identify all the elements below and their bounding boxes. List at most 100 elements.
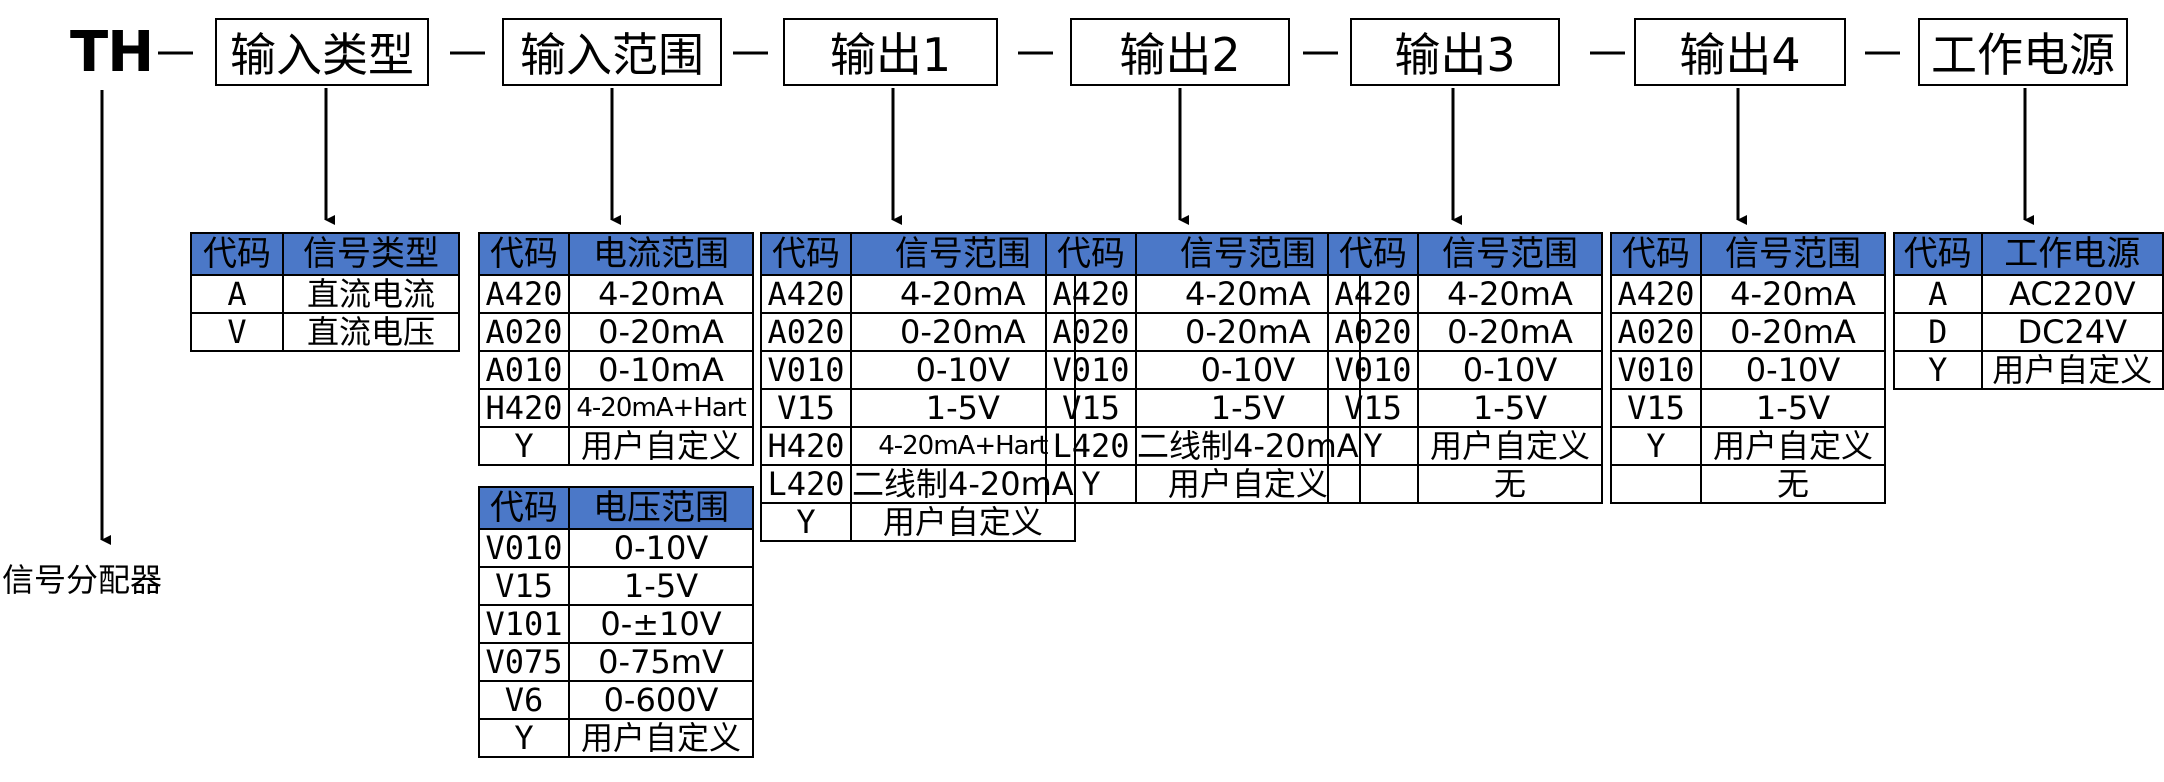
cell-value: 1-5V bbox=[568, 566, 754, 606]
cell-code: A bbox=[190, 274, 284, 314]
table-row: 无 bbox=[1610, 464, 1886, 504]
cell-code: A420 bbox=[1045, 274, 1137, 314]
cell-value: 二线制4-20mA bbox=[1135, 426, 1361, 466]
cell-value: 0-10V bbox=[850, 350, 1076, 390]
box-input-range: 输入范围 bbox=[502, 18, 722, 86]
cell-value: 1-5V bbox=[1417, 388, 1603, 428]
product-name: 信号分配器 bbox=[2, 561, 163, 599]
header-range: 信号范围 bbox=[1135, 232, 1361, 276]
header-code: 代码 bbox=[760, 232, 852, 276]
cell-code: Y bbox=[760, 502, 852, 542]
header-code: 代码 bbox=[1045, 232, 1137, 276]
cell-code: Y bbox=[1610, 426, 1702, 466]
cell-code bbox=[1610, 464, 1702, 504]
cell-code: V010 bbox=[760, 350, 852, 390]
header-range: 电压范围 bbox=[568, 486, 754, 530]
box-power: 工作电源 bbox=[1918, 18, 2128, 86]
cell-value: 0-10V bbox=[1135, 350, 1361, 390]
cell-value: 4-20mA bbox=[850, 274, 1076, 314]
cell-code: A020 bbox=[1610, 312, 1702, 352]
cell-value: 无 bbox=[1417, 464, 1603, 504]
cell-code: Y bbox=[478, 718, 570, 758]
cell-value: 0-600V bbox=[568, 680, 754, 720]
cell-code: A420 bbox=[1327, 274, 1419, 314]
cell-code: A420 bbox=[760, 274, 852, 314]
cell-value: 4-20mA bbox=[568, 274, 754, 314]
box-input-type: 输入类型 bbox=[215, 18, 429, 86]
cell-code: A bbox=[1893, 274, 1983, 314]
cell-value: 4-20mA+Hart bbox=[568, 388, 754, 428]
cell-value: 用户自定义 bbox=[1700, 426, 1886, 466]
cell-code: V15 bbox=[1610, 388, 1702, 428]
cell-code: A020 bbox=[1327, 312, 1419, 352]
cell-value: 用户自定义 bbox=[568, 426, 754, 466]
cell-value: 直流电压 bbox=[282, 312, 460, 352]
header-code: 代码 bbox=[1893, 232, 1983, 276]
cell-value: 1-5V bbox=[850, 388, 1076, 428]
cell-value: 用户自定义 bbox=[850, 502, 1076, 542]
cell-value: 0-20mA bbox=[568, 312, 754, 352]
box-output4: 输出4 bbox=[1634, 18, 1846, 86]
header-code: 代码 bbox=[478, 486, 570, 530]
cell-value: 0-10mA bbox=[568, 350, 754, 390]
cell-code: V010 bbox=[1610, 350, 1702, 390]
cell-code: V010 bbox=[1327, 350, 1419, 390]
cell-value: 用户自定义 bbox=[1135, 464, 1361, 504]
cell-value: 0-20mA bbox=[1700, 312, 1886, 352]
cell-value: 4-20mA bbox=[1417, 274, 1603, 314]
cell-value: 0-10V bbox=[568, 528, 754, 568]
cell-code: V15 bbox=[478, 566, 570, 606]
cell-value: 用户自定义 bbox=[1980, 350, 2164, 390]
header-range: 信号类型 bbox=[282, 232, 460, 276]
header-code: 代码 bbox=[478, 232, 570, 276]
header-range: 电流范围 bbox=[568, 232, 754, 276]
cell-code: V bbox=[190, 312, 284, 352]
cell-code: Y bbox=[1045, 464, 1137, 504]
cell-code: H420 bbox=[478, 388, 570, 428]
cell-code: A420 bbox=[1610, 274, 1702, 314]
header-range: 工作电源 bbox=[1980, 232, 2164, 276]
cell-code: V010 bbox=[1045, 350, 1137, 390]
cell-code: V15 bbox=[1045, 388, 1137, 428]
cell-value: 1-5V bbox=[1135, 388, 1361, 428]
cell-value: 1-5V bbox=[1700, 388, 1886, 428]
cell-code: A020 bbox=[1045, 312, 1137, 352]
cell-value: 4-20mA bbox=[1135, 274, 1361, 314]
cell-code: Y bbox=[478, 426, 570, 466]
cell-value: 0-10V bbox=[1700, 350, 1886, 390]
